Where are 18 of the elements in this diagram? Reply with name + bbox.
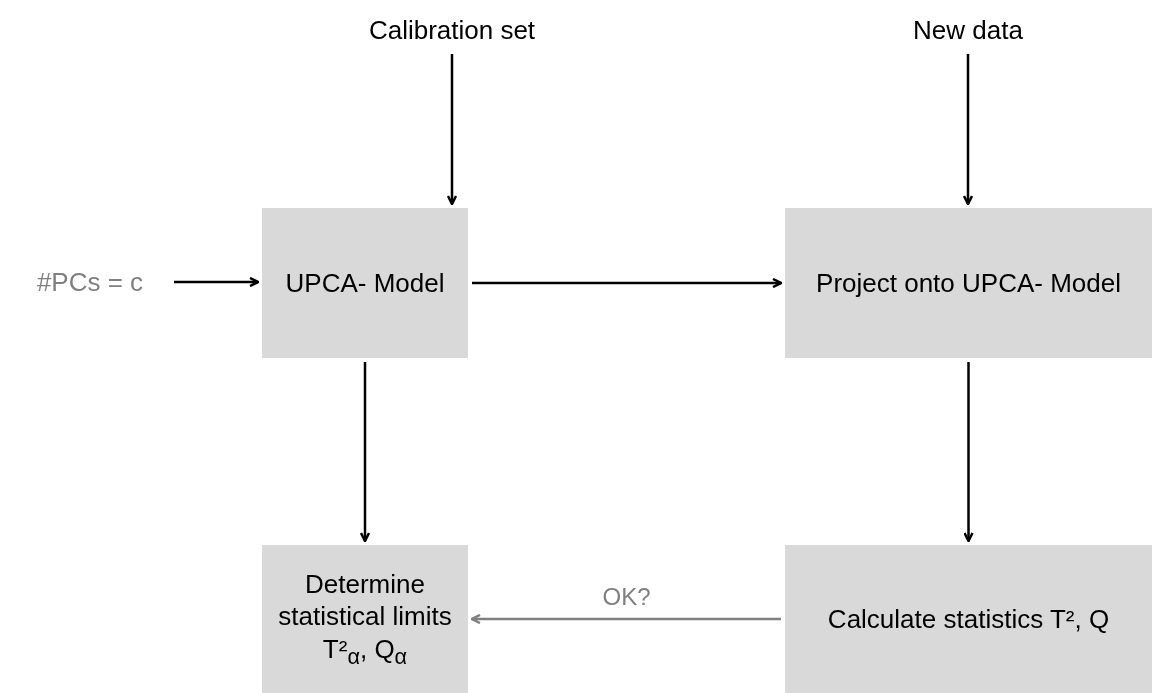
box-text: Calculate statistics T², Q — [827, 602, 1110, 636]
arrow — [962, 54, 974, 206]
box-text: Project onto UPCA- Model — [816, 266, 1121, 300]
process-box — [785, 208, 1152, 358]
arrow — [174, 276, 260, 288]
input-label: New data — [913, 13, 1023, 47]
box-text: UPCA- Model — [285, 266, 445, 300]
process-box — [262, 545, 468, 693]
arrow — [963, 362, 974, 543]
arrow — [470, 613, 781, 625]
process-box — [262, 208, 468, 358]
process-box — [785, 545, 1152, 693]
parameter-label: #PCs = c — [36, 265, 144, 299]
arrow — [446, 54, 458, 206]
input-label: Calibration set — [368, 13, 536, 47]
arrow — [472, 277, 783, 289]
box-text: Determine statistical limits T²$_{α}$, Q$_{α}$ — [277, 567, 453, 671]
arrow — [359, 362, 371, 543]
